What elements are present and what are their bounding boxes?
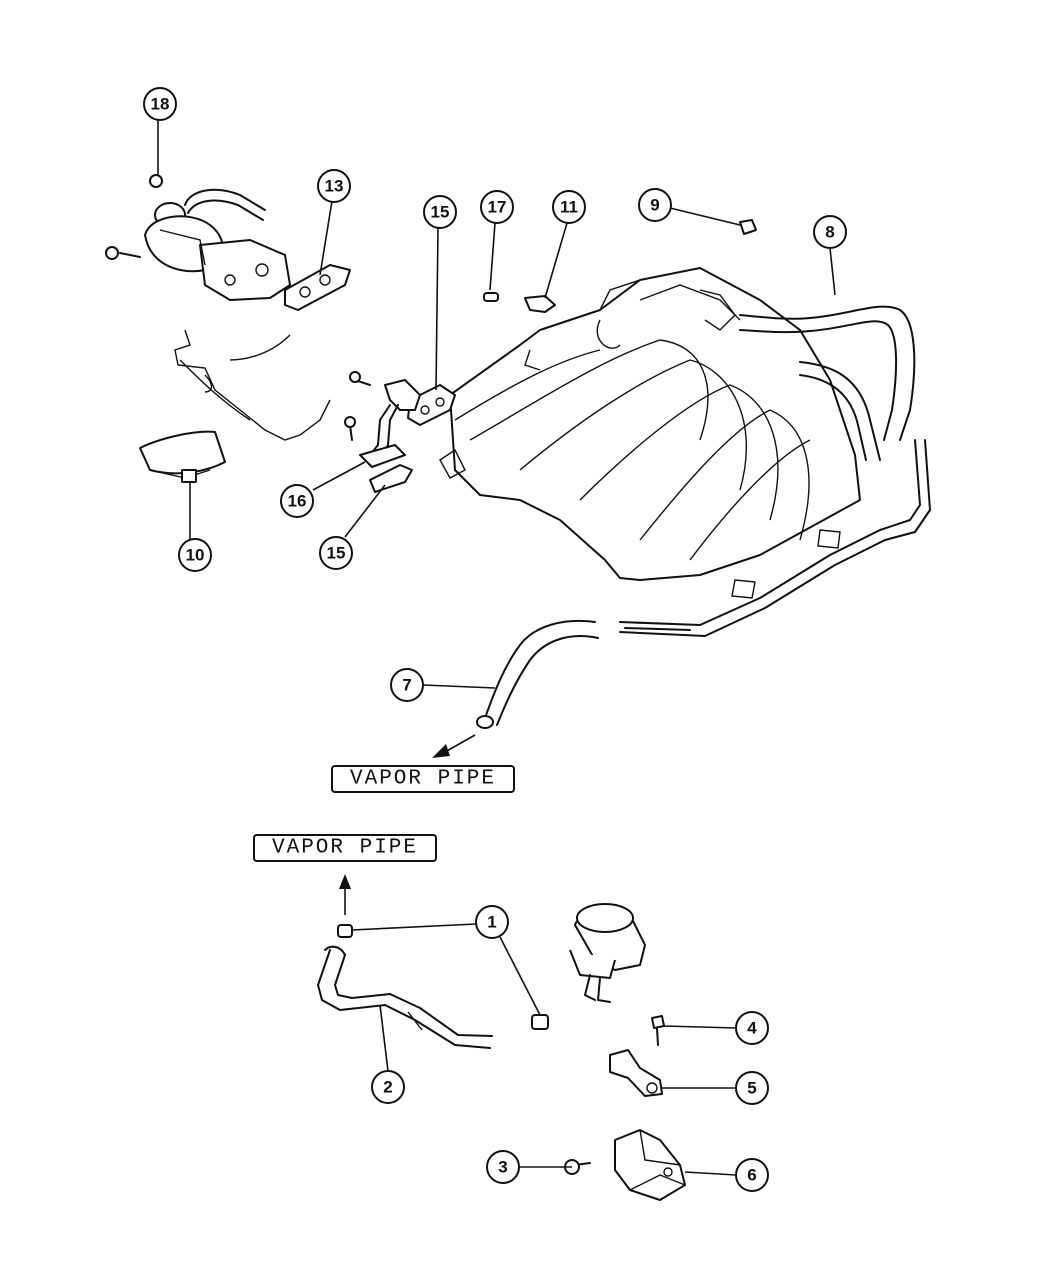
callout-6-text: 6 [747,1166,756,1185]
vacuum-hose-8 [739,305,916,461]
arrow-to-vapor-pipe-upper [432,734,476,758]
callout-10: 10 [178,538,212,572]
callout-18-text: 18 [151,95,170,114]
vapor-pipe-label-lower: VAPOR PIPE [253,834,437,862]
callout-6: 6 [735,1158,769,1192]
callout-4-text: 4 [747,1019,757,1038]
callout-15-upper-text: 15 [431,203,450,222]
gasket-15-lower [369,464,413,493]
intake-manifold [439,267,861,581]
callout-15-upper: 15 [423,195,457,229]
callout-13: 13 [317,169,351,203]
gasket-15-upper [407,384,456,426]
callout-7-text: 7 [402,676,411,695]
bracket-5 [609,1049,663,1097]
clamp-10 [139,430,226,483]
sensor-11 [524,295,556,313]
egr-valve [105,174,291,301]
cap-1-lower [531,1014,549,1030]
callout-5-text: 5 [747,1079,756,1098]
nut-9 [739,219,757,235]
hose-2 [317,945,493,1049]
callout-5: 5 [735,1071,769,1105]
callout-15-lower: 15 [319,536,353,570]
callout-10-text: 10 [186,546,205,565]
bolt-4 [651,1015,665,1046]
callout-1-text: 1 [487,913,496,932]
callout-17-text: 17 [488,198,507,217]
callout-8: 8 [813,215,847,249]
egr-tube-16 [344,371,421,468]
callout-16-text: 16 [288,492,307,511]
callout-9: 9 [638,188,672,222]
callout-1: 1 [475,905,509,939]
callout-3-text: 3 [498,1158,507,1177]
vapor-pipe-label-lower-text: VAPOR PIPE [272,837,418,860]
callout-17: 17 [480,190,514,224]
callout-13-text: 13 [325,177,344,196]
vapor-tubes [619,439,931,637]
leader-lines [157,120,836,1176]
purge-valve [569,903,646,1003]
callout-11: 11 [552,190,586,224]
callout-2: 2 [371,1070,405,1104]
callout-16: 16 [280,484,314,518]
callout-3: 3 [486,1150,520,1184]
arrow-to-vapor-pipe-lower [339,874,351,915]
callout-11-text: 11 [560,198,578,217]
callout-18: 18 [143,87,177,121]
vapor-pipe-label-upper-text: VAPOR PIPE [350,768,496,791]
gasket-13 [284,264,351,311]
callout-15-lower-text: 15 [327,544,346,563]
vapor-pipe-label-upper: VAPOR PIPE [331,765,515,793]
callout-2-text: 2 [383,1078,392,1097]
bracket-6 [614,1129,686,1201]
callout-9-text: 9 [650,196,659,215]
callout-7: 7 [390,668,424,702]
egr-bracket [174,329,331,441]
cap-1-upper [337,924,353,938]
hose-7 [476,619,599,729]
callout-8-text: 8 [825,223,834,242]
callout-4: 4 [735,1011,769,1045]
plug-17 [483,292,499,302]
